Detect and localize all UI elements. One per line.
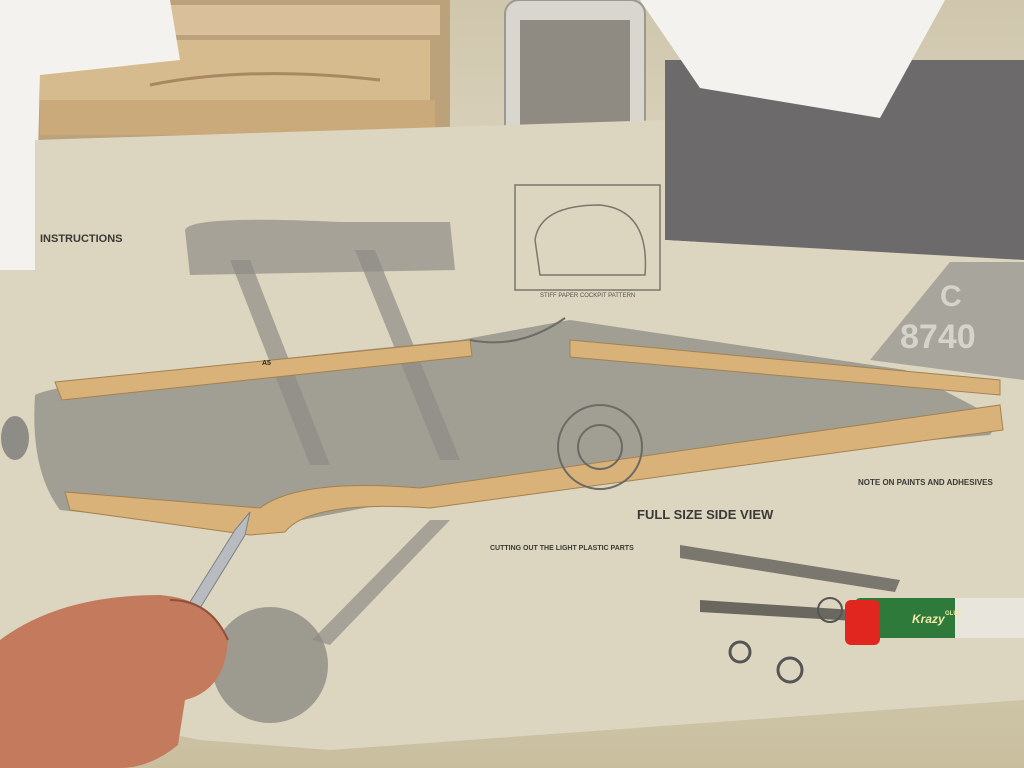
glue-type: GLUE [945, 611, 962, 617]
wheel-disk [212, 607, 328, 723]
paper-towel-right [640, 0, 945, 118]
roundel [557, 404, 643, 490]
full-size-side-view: FULL SIZE SIDE VIEW [637, 507, 774, 522]
cutting-out-heading: CUTTING OUT THE LIGHT PLASTIC PARTS [490, 545, 634, 552]
note-paints-heading: NOTE ON PAINTS AND ADHESIVES [858, 478, 993, 487]
hand [0, 595, 228, 768]
instructions-heading: INSTRUCTIONS [40, 233, 123, 245]
balsa-top-left [54, 339, 473, 401]
cockpit-pattern-label: STIFF PAPER COCKPIT PATTERN [540, 293, 636, 299]
glue-tube [845, 598, 1024, 645]
part-label: A5 [262, 360, 271, 367]
paper-towel-left [0, 0, 180, 272]
balsa-bottom [64, 404, 1004, 536]
serial-number: 8740 [900, 318, 976, 356]
glue-brand: Krazy [912, 612, 945, 626]
plastic-sheet [665, 60, 1024, 260]
tail-letter: C [940, 280, 962, 313]
balsa-top-right [569, 339, 1001, 396]
